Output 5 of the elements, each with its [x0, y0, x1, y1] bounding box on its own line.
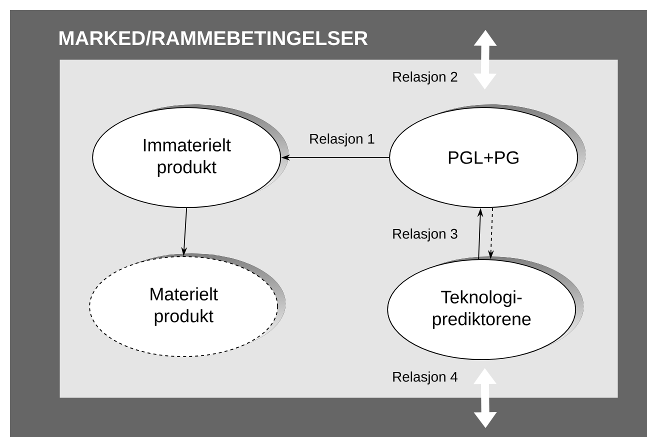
edge-label: Relasjon 3 — [391, 228, 459, 242]
heading: MARKED/RAMMEBETINGELSER — [60, 30, 368, 46]
edge-label: Relasjon 1 — [308, 132, 376, 148]
edge-label: Relasjon 2 — [391, 70, 459, 86]
edge-label: Relasjon 4 — [391, 370, 459, 386]
